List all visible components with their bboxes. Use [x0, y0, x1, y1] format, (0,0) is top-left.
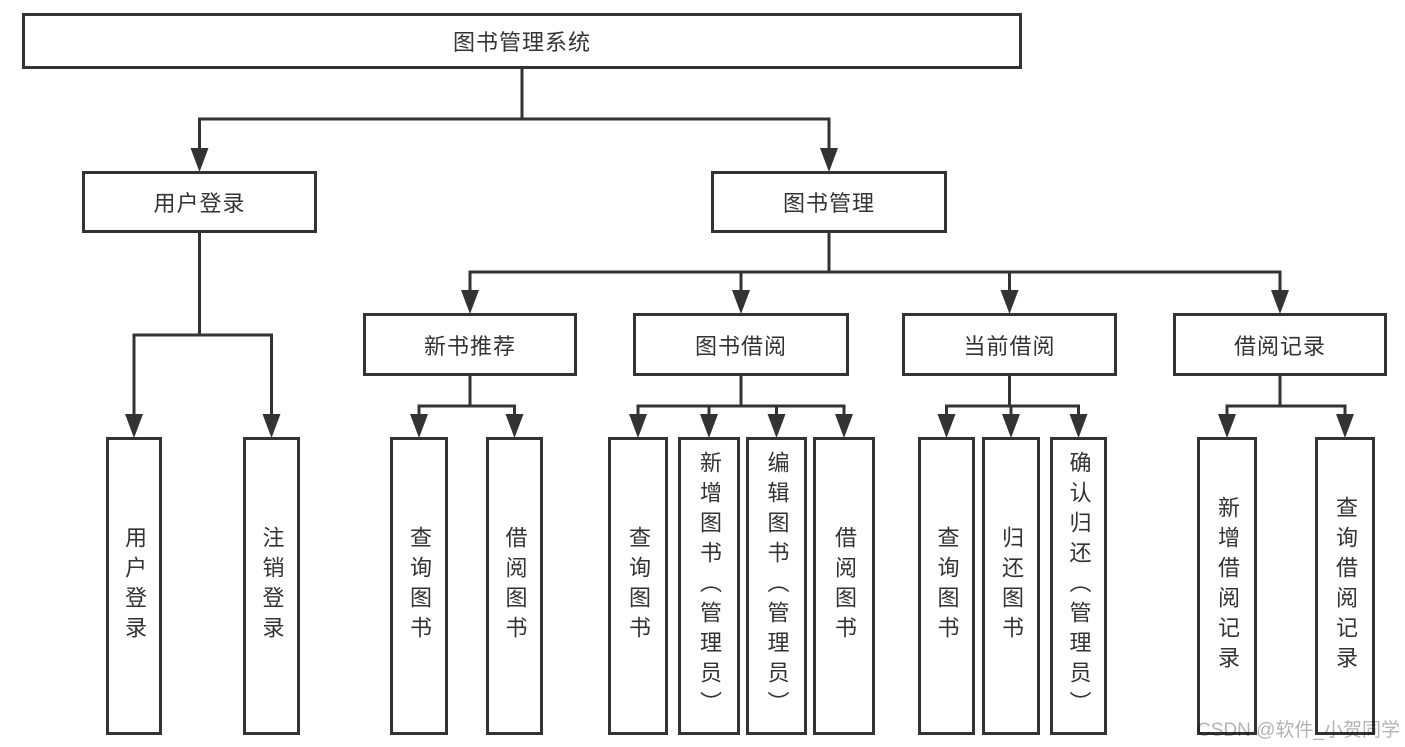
leaf-return-books-label: 归还图书 — [999, 526, 1024, 646]
leaf-query-borrow-record-label: 查询借阅记录 — [1333, 496, 1358, 676]
leaf-recommend-query-books-label: 查询图书 — [407, 526, 432, 646]
connector-current-to-leaves — [937, 375, 1088, 438]
leaf-user-login-label: 用户登录 — [122, 526, 147, 646]
node-user-login: 用户登录 — [82, 171, 317, 233]
leaf-add-books-admin-label: 新增图书（管理员） — [697, 451, 722, 721]
leaf-logout: 注销登录 — [243, 437, 300, 735]
connector-records-to-leaves — [1218, 375, 1354, 438]
node-current-borrow-label: 当前借阅 — [963, 333, 1056, 359]
connector-borrow-to-leaves — [629, 375, 853, 438]
connector-management-to-level3 — [461, 232, 1289, 314]
watermark: CSDN @软件_小贺同学 — [1197, 720, 1400, 741]
node-user-login-label: 用户登录 — [153, 191, 246, 216]
leaf-logout-label: 注销登录 — [259, 526, 285, 646]
leaf-recommend-borrow-books: 借阅图书 — [486, 437, 543, 735]
node-borrow-records: 借阅记录 — [1173, 313, 1387, 376]
leaf-current-query-books: 查询图书 — [918, 437, 975, 735]
node-new-book-recommend-label: 新书推荐 — [423, 333, 516, 359]
leaf-edit-books-admin: 编辑图书（管理员） — [746, 437, 807, 735]
node-current-borrow: 当前借阅 — [902, 313, 1117, 376]
leaf-edit-books-admin-label: 编辑图书（管理员） — [764, 451, 790, 721]
leaf-borrow-books-label: 借阅图书 — [832, 526, 857, 646]
leaf-add-borrow-record-label: 新增借阅记录 — [1215, 496, 1240, 676]
leaf-recommend-query-books: 查询图书 — [390, 437, 448, 735]
node-book-borrow-label: 图书借阅 — [694, 333, 787, 359]
connector-recommend-to-leaves — [410, 375, 524, 438]
node-book-management: 图书管理 — [711, 171, 947, 233]
connector-root-to-level2 — [190, 68, 838, 172]
node-root-label: 图书管理系统 — [452, 30, 591, 55]
leaf-recommend-borrow-books-label: 借阅图书 — [502, 526, 528, 646]
leaf-confirm-return-admin-label: 确认归还（管理员） — [1066, 451, 1092, 721]
node-book-borrow: 图书借阅 — [633, 313, 849, 376]
leaf-add-borrow-record: 新增借阅记录 — [1197, 437, 1257, 735]
node-borrow-records-label: 借阅记录 — [1233, 333, 1326, 359]
node-new-book-recommend: 新书推荐 — [363, 313, 577, 376]
leaf-return-books: 归还图书 — [982, 437, 1040, 735]
leaf-borrow-books: 借阅图书 — [813, 437, 875, 735]
leaf-borrow-query-books-label: 查询图书 — [626, 526, 651, 646]
leaf-borrow-query-books: 查询图书 — [608, 437, 668, 735]
leaf-query-borrow-record: 查询借阅记录 — [1315, 437, 1375, 735]
connector-login-to-leaves — [125, 232, 281, 438]
node-book-management-label: 图书管理 — [782, 191, 875, 216]
leaf-confirm-return-admin: 确认归还（管理员） — [1050, 437, 1107, 735]
node-root-system: 图书管理系统 — [22, 13, 1022, 69]
leaf-user-login: 用户登录 — [106, 437, 162, 735]
leaf-current-query-books-label: 查询图书 — [934, 526, 960, 646]
leaf-add-books-admin: 新增图书（管理员） — [678, 437, 740, 735]
